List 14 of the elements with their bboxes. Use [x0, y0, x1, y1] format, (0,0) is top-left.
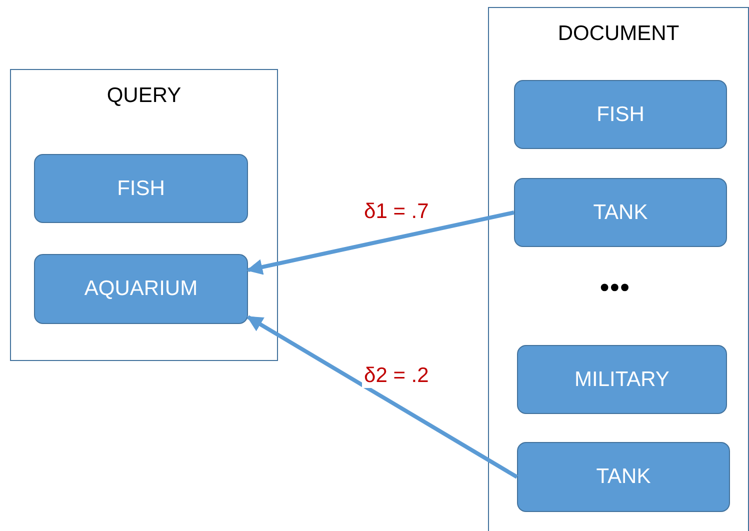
term-box: FISH — [34, 154, 248, 223]
edge-label: δ2 = .2 — [362, 364, 431, 388]
arrow — [246, 315, 518, 479]
group-panel — [488, 7, 749, 531]
term-box: AQUARIUM — [34, 254, 248, 324]
group-title: QUERY — [106, 84, 182, 108]
term-box: TANK — [517, 442, 730, 512]
term-box: TANK — [514, 178, 727, 247]
term-box: FISH — [514, 80, 727, 149]
group-panel — [10, 69, 278, 361]
term-box: MILITARY — [517, 345, 727, 414]
arrow — [246, 210, 514, 275]
ellipsis-text: ••• — [600, 272, 630, 303]
group-title: DOCUMENT — [556, 22, 680, 46]
